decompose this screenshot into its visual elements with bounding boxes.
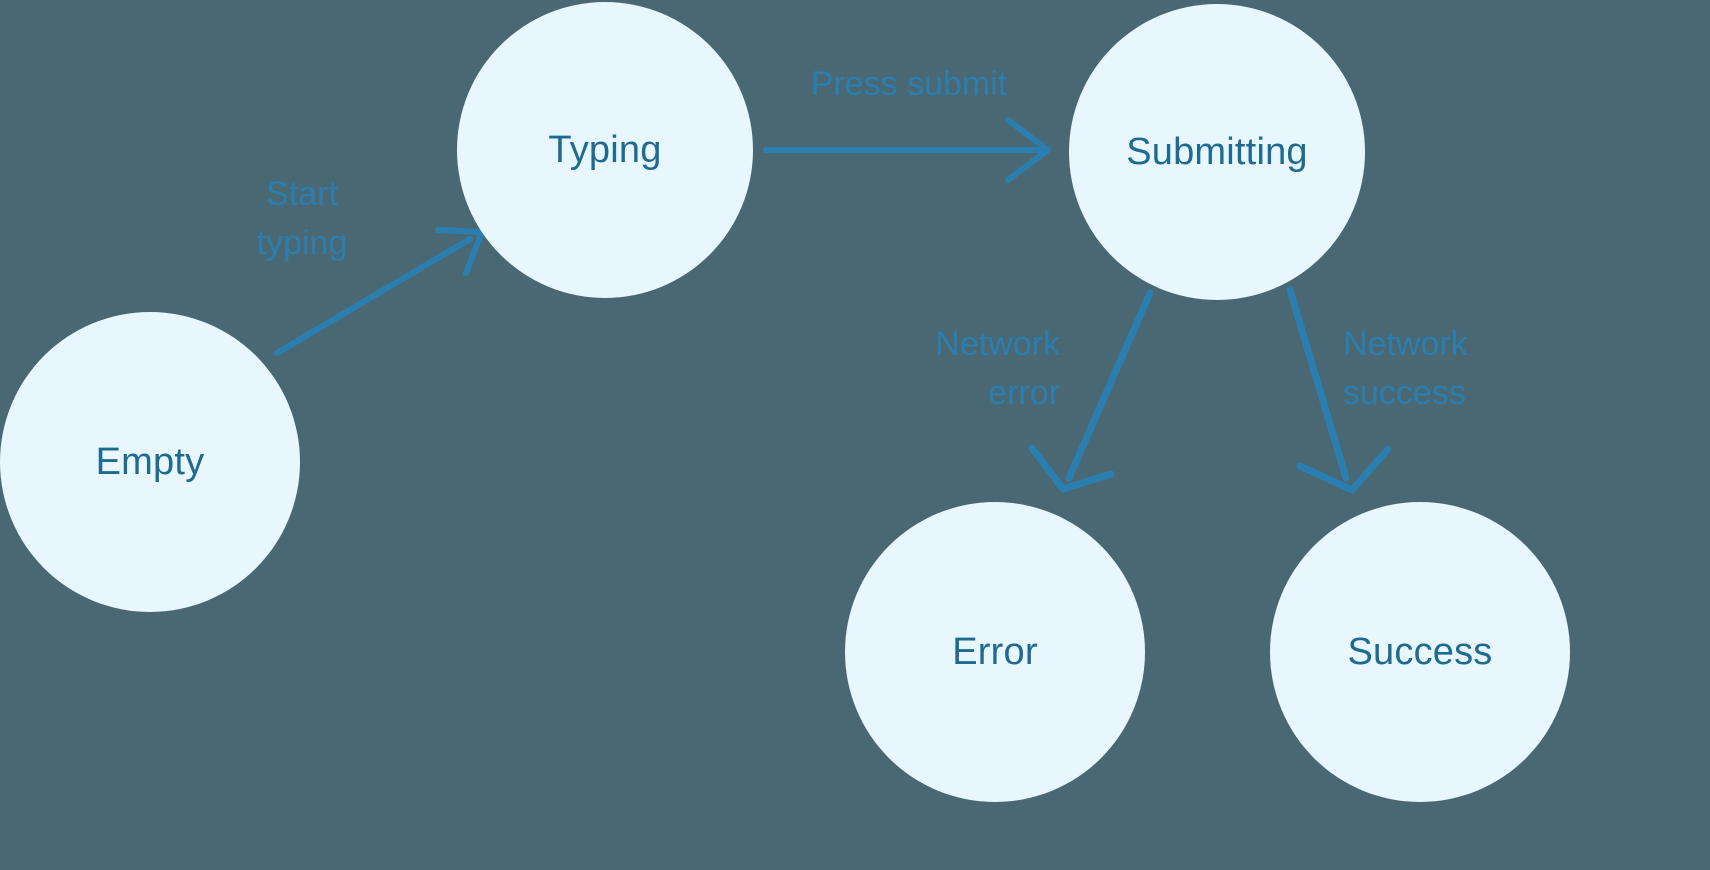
edge-label-press-submit: Press submit: [810, 65, 1008, 103]
edge-submitting-to-error: [1028, 289, 1154, 493]
edge-line-submitting-to-success: [1286, 286, 1350, 482]
edge-label-network-error: Network error: [935, 325, 1060, 413]
state-node-error[interactable]: Error: [845, 502, 1145, 802]
state-node-empty[interactable]: Empty: [0, 312, 300, 612]
state-node-label-typing: Typing: [548, 129, 662, 171]
edge-line-submitting-to-error: [1065, 289, 1154, 482]
edge-label-network-success: Network success: [1343, 325, 1468, 413]
edge-line-empty-to-typing: [274, 236, 473, 356]
arrowhead-typing-to-submitting: [1005, 117, 1051, 183]
state-node-success[interactable]: Success: [1270, 502, 1570, 802]
edge-label-start-typing: Start typing: [256, 175, 348, 263]
state-node-label-submitting: Submitting: [1126, 131, 1308, 173]
state-node-typing[interactable]: Typing: [457, 2, 753, 298]
state-node-label-error: Error: [952, 631, 1038, 673]
edge-submitting-to-success: [1286, 286, 1392, 494]
state-node-label-success: Success: [1347, 631, 1493, 673]
edge-typing-to-submitting: [763, 117, 1051, 183]
state-node-label-empty: Empty: [95, 441, 205, 483]
arrowhead-submitting-to-error: [1028, 444, 1115, 493]
state-node-submitting[interactable]: Submitting: [1069, 4, 1365, 300]
arrowhead-submitting-to-success: [1296, 445, 1392, 494]
